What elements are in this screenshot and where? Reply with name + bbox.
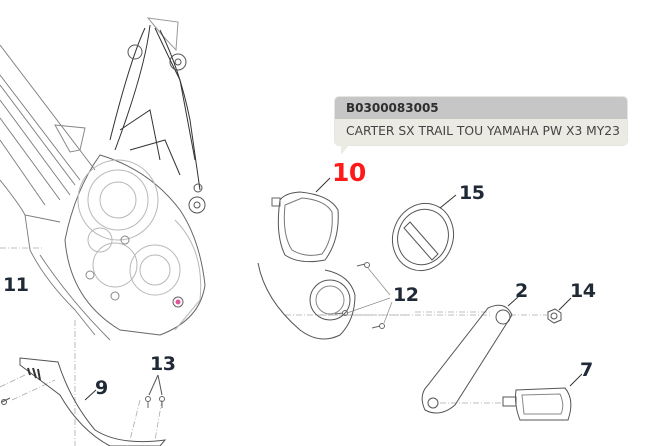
cap-15 <box>392 194 457 272</box>
part-description: CARTER SX TRAIL TOU YAMAHA PW X3 MY23 <box>335 119 627 145</box>
alignment-lines <box>0 247 547 446</box>
callout-15[interactable]: 15 <box>459 182 485 204</box>
rear-linkage <box>54 17 206 214</box>
skid-plate <box>1 357 167 446</box>
motor-housing <box>64 154 206 336</box>
screws-12 <box>334 262 393 329</box>
callout-2[interactable]: 2 <box>515 280 528 302</box>
crank-arm <box>421 296 519 414</box>
callout-14[interactable]: 14 <box>570 280 596 302</box>
callout-13[interactable]: 13 <box>150 353 176 375</box>
leader-10 <box>315 177 331 193</box>
screws-13 <box>145 374 165 408</box>
callout-9[interactable]: 9 <box>95 377 108 399</box>
callout-11[interactable]: 11 <box>3 274 29 296</box>
frame-tube <box>0 44 111 341</box>
part-number: B0300083005 <box>335 97 627 119</box>
callout-7[interactable]: 7 <box>580 359 593 381</box>
part-tooltip: B0300083005 CARTER SX TRAIL TOU YAMAHA P… <box>335 97 627 155</box>
callout-12[interactable]: 12 <box>393 284 419 306</box>
carter-cover <box>257 191 356 340</box>
pedal-7 <box>502 373 583 421</box>
nut-14 <box>547 297 572 324</box>
tooltip-pointer <box>341 145 349 155</box>
callout-10[interactable]: 10 <box>332 158 366 187</box>
